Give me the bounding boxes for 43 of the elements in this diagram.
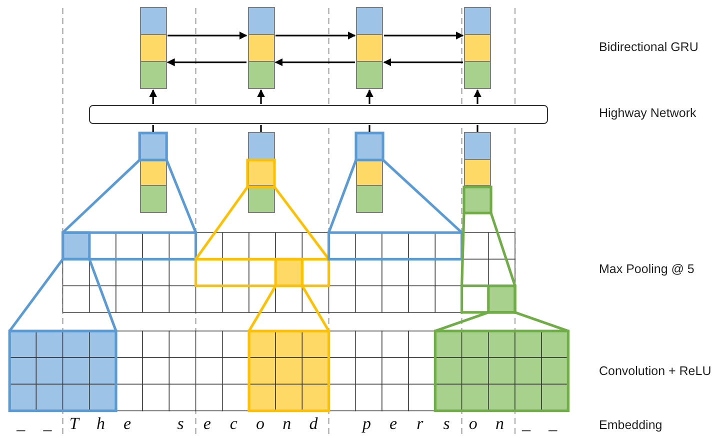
character-label: _	[522, 414, 531, 434]
character-label: e	[390, 414, 398, 434]
arrow	[274, 58, 355, 66]
character-label: d	[309, 414, 318, 434]
arrow	[384, 32, 464, 40]
vector-bar	[464, 8, 491, 89]
layer-label: Bidirectional GRU	[599, 40, 698, 54]
character-label: s	[443, 414, 450, 434]
vector-bar	[356, 133, 383, 213]
vector-bar	[140, 8, 167, 89]
arrow	[166, 58, 246, 66]
character-label: c	[230, 414, 238, 434]
character-label: r	[416, 414, 424, 434]
arrow	[383, 58, 463, 66]
layer-label: Max Pooling @ 5	[599, 262, 694, 276]
vector-bar	[248, 8, 274, 89]
character-label: o	[256, 414, 265, 434]
layer-label: Embedding	[599, 418, 662, 432]
highway-layer-box	[89, 105, 548, 124]
character-label: _	[43, 414, 52, 434]
arrow	[149, 89, 158, 104]
character-label: s	[177, 414, 184, 434]
arrow	[276, 32, 356, 40]
character-label: h	[96, 414, 105, 434]
arrow	[168, 32, 248, 40]
arrow	[257, 89, 265, 104]
arrow	[366, 89, 374, 104]
character-label: _	[16, 414, 26, 434]
character-label: o	[468, 414, 478, 434]
character-label: e	[203, 414, 211, 434]
layer-label: Highway Network	[599, 106, 696, 120]
character-label: n	[282, 414, 292, 434]
character-label: T	[69, 414, 79, 434]
vector-bar	[464, 133, 491, 213]
character-label: _	[548, 414, 558, 434]
layer-label: Convolution + ReLU	[599, 364, 712, 378]
character-label: n	[495, 414, 504, 434]
arrow	[474, 89, 482, 104]
vector-bar	[248, 133, 274, 213]
vector-bar	[356, 8, 383, 89]
character-label: e	[124, 414, 132, 434]
vector-bar	[140, 133, 167, 213]
character-label: p	[362, 414, 371, 434]
